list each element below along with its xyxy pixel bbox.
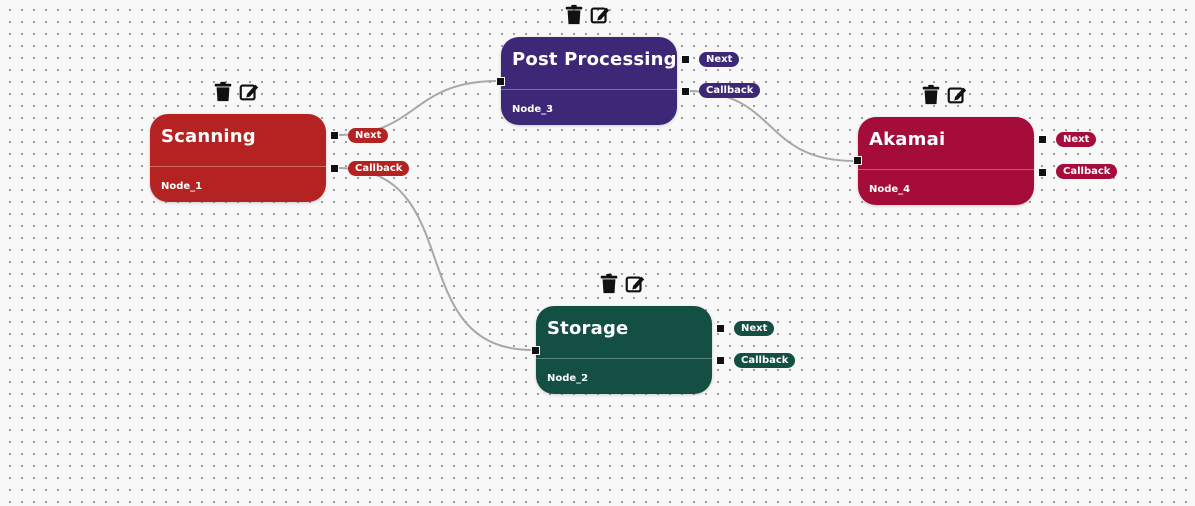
trash-icon[interactable] [563, 4, 585, 26]
node-id: Node_3 [512, 104, 554, 115]
input-port[interactable] [496, 77, 505, 86]
callback-port[interactable] [1038, 168, 1047, 177]
input-port[interactable] [853, 156, 862, 165]
node-actions [598, 273, 646, 295]
callback-port[interactable] [681, 87, 690, 96]
node-scanning[interactable]: Scanning Node_1 Next Callback [150, 81, 410, 202]
node-title: Post Processing [512, 49, 677, 70]
input-port[interactable] [531, 346, 540, 355]
trash-icon[interactable] [598, 273, 620, 295]
link-node1-next-to-node3[interactable] [336, 80, 499, 136]
link-node3-callback-to-node4[interactable] [685, 90, 856, 162]
edit-icon[interactable] [624, 273, 646, 295]
node-actions [920, 84, 968, 106]
node-post-processing[interactable]: Post Processing Node_3 Next Callback [496, 4, 761, 125]
callback-port-label: Callback [699, 83, 761, 98]
next-port-label: Next [699, 52, 740, 67]
trash-icon[interactable] [920, 84, 942, 106]
trash-icon[interactable] [212, 81, 234, 103]
node-divider [858, 169, 1034, 170]
node-actions [212, 81, 260, 103]
node-id: Node_1 [161, 181, 203, 192]
next-port[interactable] [330, 131, 339, 140]
node-divider [501, 89, 677, 90]
callback-port-label: Callback [1056, 164, 1118, 179]
next-port-label: Next [348, 128, 389, 143]
node-actions [563, 4, 611, 26]
node-title: Storage [547, 318, 629, 339]
node-storage[interactable]: Storage Node_2 Next Callback [531, 273, 796, 394]
node-divider [150, 166, 326, 167]
node-id: Node_4 [869, 184, 911, 195]
next-port-label: Next [1056, 132, 1097, 147]
next-port[interactable] [681, 55, 690, 64]
node-divider [536, 358, 712, 359]
callback-port-label: Callback [734, 353, 796, 368]
node-title: Akamai [869, 129, 946, 150]
callback-port[interactable] [716, 356, 725, 365]
edit-icon[interactable] [238, 81, 260, 103]
node-title: Scanning [161, 126, 256, 147]
edit-icon[interactable] [589, 4, 611, 26]
callback-port-label: Callback [348, 161, 410, 176]
node-id: Node_2 [547, 373, 589, 384]
callback-port[interactable] [330, 164, 339, 173]
next-port-label: Next [734, 321, 775, 336]
link-node1-callback-to-node2[interactable] [336, 167, 534, 351]
next-port[interactable] [1038, 135, 1047, 144]
edit-icon[interactable] [946, 84, 968, 106]
next-port[interactable] [716, 324, 725, 333]
node-akamai[interactable]: Akamai Node_4 Next Callback [853, 84, 1118, 205]
